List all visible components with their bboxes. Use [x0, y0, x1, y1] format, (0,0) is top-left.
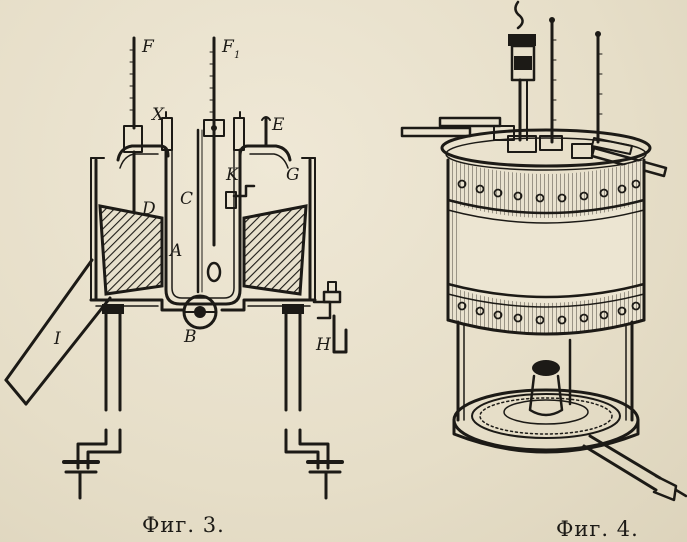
burner: [452, 360, 687, 502]
label-b: B: [183, 327, 197, 347]
label-i: I: [53, 329, 61, 349]
label-x: X: [150, 105, 165, 125]
thermometer-f1: [203, 36, 225, 283]
thermometers-fig4: [549, 17, 603, 144]
label-f: F: [141, 37, 155, 57]
figure-3-diagram: F F 1 X E G D C K A B I H Фиг. 3.: [4, 36, 348, 537]
vent-holes-bottom: [457, 301, 641, 325]
hatched-block-left: [98, 204, 164, 296]
figure-3-caption: Фиг. 3.: [142, 513, 225, 537]
figure-4-drawing: Фиг. 4.: [400, 0, 687, 541]
tripod-legs: [62, 304, 344, 500]
drain-pipe-i: [4, 258, 112, 406]
label-e: E: [271, 115, 285, 135]
label-f1-subscript: 1: [234, 50, 240, 61]
tap-h: [312, 281, 348, 354]
vent-holes-top: [457, 179, 641, 203]
label-d: D: [141, 199, 156, 219]
label-f1: F: [221, 37, 235, 57]
label-h: H: [315, 335, 332, 355]
hatched-block-right: [242, 204, 308, 296]
label-a: A: [168, 241, 182, 261]
label-g: G: [286, 165, 300, 185]
hanging-clamp: [508, 0, 536, 142]
figure-4-caption: Фиг. 4.: [556, 517, 639, 541]
label-c: C: [180, 189, 193, 209]
label-k: K: [225, 165, 240, 185]
stand-legs: [456, 320, 634, 422]
